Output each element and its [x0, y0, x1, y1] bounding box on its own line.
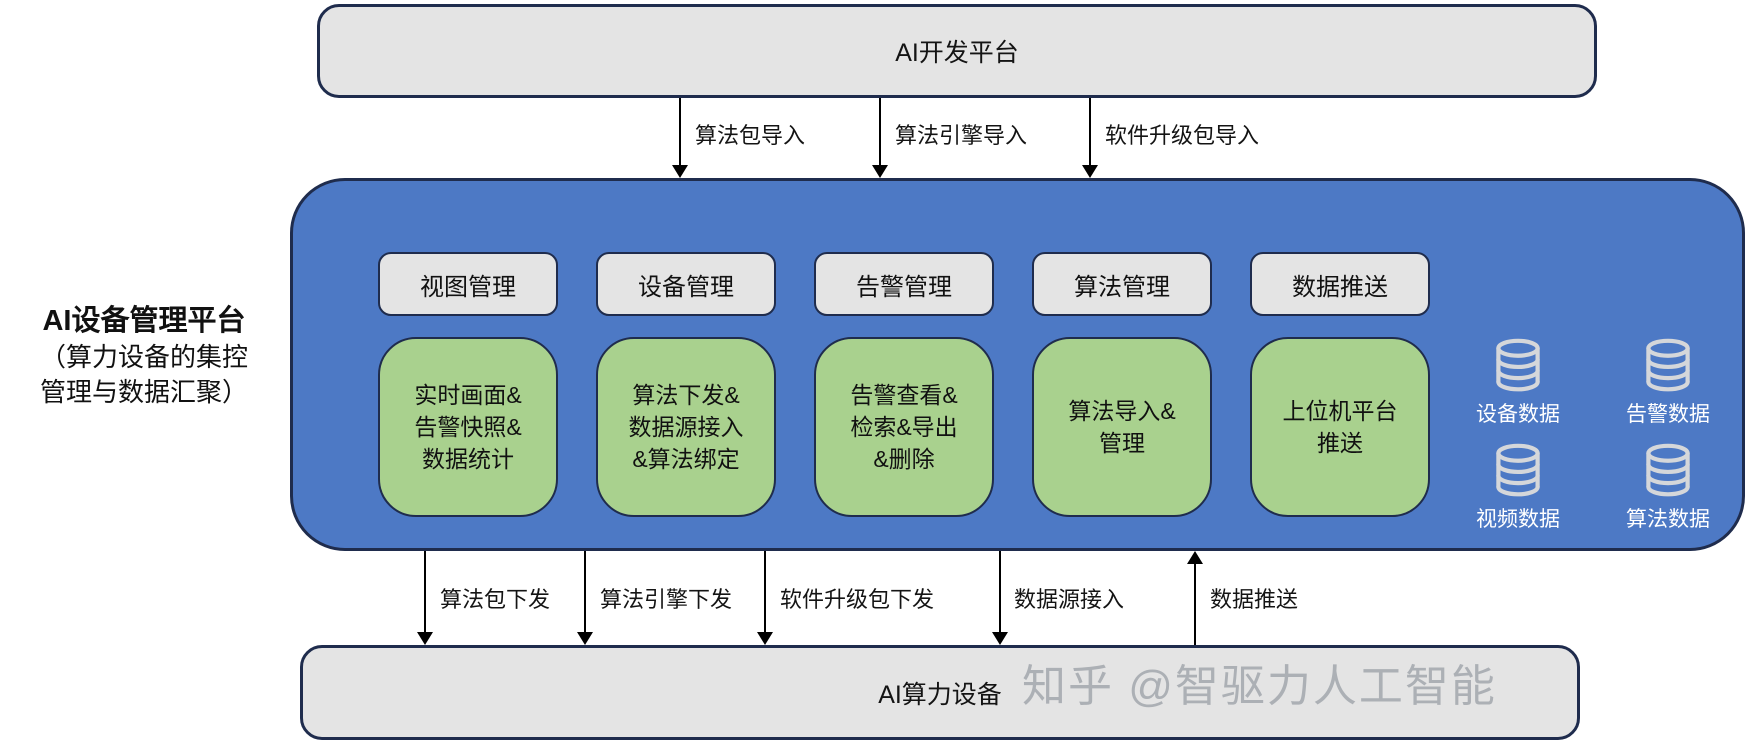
tab-alarm-management: 告警管理 [814, 252, 994, 316]
module-realtime-stats: 实时画面& 告警快照& 数据统计 [378, 337, 558, 517]
flow-label-algorithm-engine-dispatch: 算法引擎下发 [600, 587, 733, 612]
flow-label-algorithm-package-import: 算法包导入 [695, 123, 806, 148]
database-icon [1646, 338, 1690, 392]
arrow-up-icon [1187, 551, 1203, 645]
module-algorithm-dispatch: 算法下发& 数据源接入 &算法绑定 [596, 337, 776, 517]
database-icon [1496, 338, 1540, 392]
platform-subtitle-line1: （算力设备的集控 [39, 342, 248, 372]
flow-label-software-upgrade-import: 软件升级包导入 [1105, 123, 1260, 148]
database-icon [1496, 443, 1540, 497]
datastore-video-data: 视频数据 [1456, 443, 1580, 533]
tab-algorithm-management: 算法管理 [1032, 252, 1212, 316]
datastore-alarm-data: 告警数据 [1606, 338, 1730, 428]
bottom-platform-label: AI算力设备 [878, 680, 1002, 709]
module-alarm-query: 告警查看& 检索&导出 &删除 [814, 337, 994, 517]
flow-label-algorithm-package-dispatch: 算法包下发 [440, 587, 551, 612]
arrow-down-icon [417, 551, 433, 645]
datastore-algorithm-data: 算法数据 [1606, 443, 1730, 533]
tab-device-management: 设备管理 [596, 252, 776, 316]
flow-label-data-push: 数据推送 [1210, 587, 1299, 612]
top-platform-label: AI开发平台 [895, 39, 1019, 67]
tab-view-management: 视图管理 [378, 252, 558, 316]
platform-title: AI设备管理平台 [42, 305, 246, 337]
watermark-text: 知乎 @智驱力人工智能 [1022, 662, 1497, 711]
datastore-device-data: 设备数据 [1456, 338, 1580, 428]
datastore-label: 视频数据 [1476, 508, 1560, 531]
database-icon [1646, 443, 1690, 497]
flow-label-algorithm-engine-import: 算法引擎导入 [895, 123, 1028, 148]
arrow-down-icon [577, 551, 593, 645]
datastore-label: 算法数据 [1626, 508, 1710, 531]
top-platform-box: AI开发平台 [317, 4, 1597, 98]
bottom-platform-box: AI算力设备 [300, 645, 1580, 740]
datastore-label: 告警数据 [1626, 403, 1710, 426]
platform-subtitle-line2: 管理与数据汇聚） [39, 377, 248, 407]
flow-label-software-upgrade-dispatch: 软件升级包下发 [780, 587, 935, 612]
datastore-label: 设备数据 [1476, 403, 1560, 426]
arrow-down-icon [1082, 98, 1098, 178]
flow-label-datasource-access: 数据源接入 [1014, 587, 1125, 612]
tab-data-push: 数据推送 [1250, 252, 1430, 316]
arrow-down-icon [757, 551, 773, 645]
arrow-down-icon [992, 551, 1008, 645]
arrow-down-icon [672, 98, 688, 178]
module-algorithm-import: 算法导入& 管理 [1032, 337, 1212, 517]
platform-caption: AI设备管理平台 （算力设备的集控 管理与数据汇聚） [6, 302, 282, 410]
arrow-down-icon [872, 98, 888, 178]
module-host-platform-push: 上位机平台 推送 [1250, 337, 1430, 517]
